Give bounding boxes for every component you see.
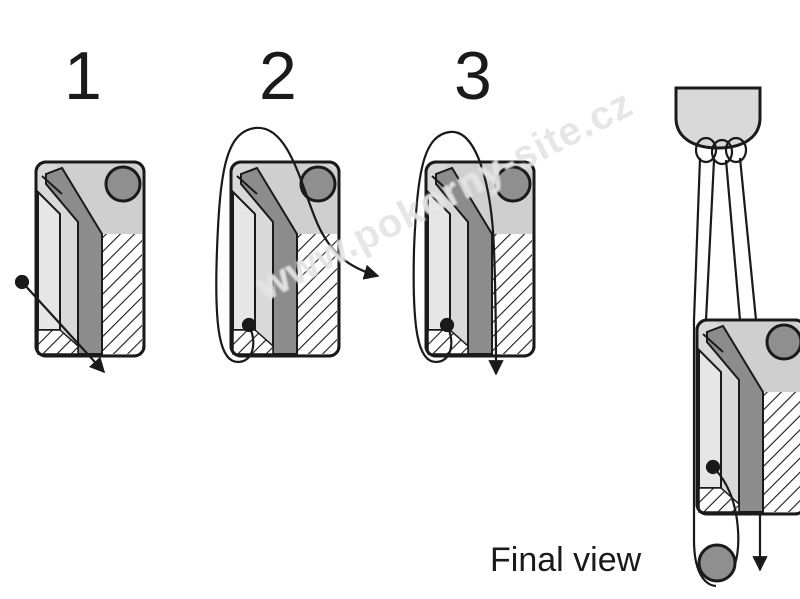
step-1-connector [34, 160, 146, 358]
swivel-head [674, 86, 762, 150]
final-view-group [674, 86, 800, 588]
step-number-2: 2 [259, 38, 297, 114]
step-number-3: 3 [454, 38, 492, 114]
step-2-line [215, 126, 380, 364]
step-number-1: 1 [64, 38, 102, 114]
final-view-label: Final view [490, 541, 642, 579]
step-1-line [14, 274, 106, 374]
final-bottom-ball [697, 543, 737, 583]
step-3-line [412, 130, 504, 376]
